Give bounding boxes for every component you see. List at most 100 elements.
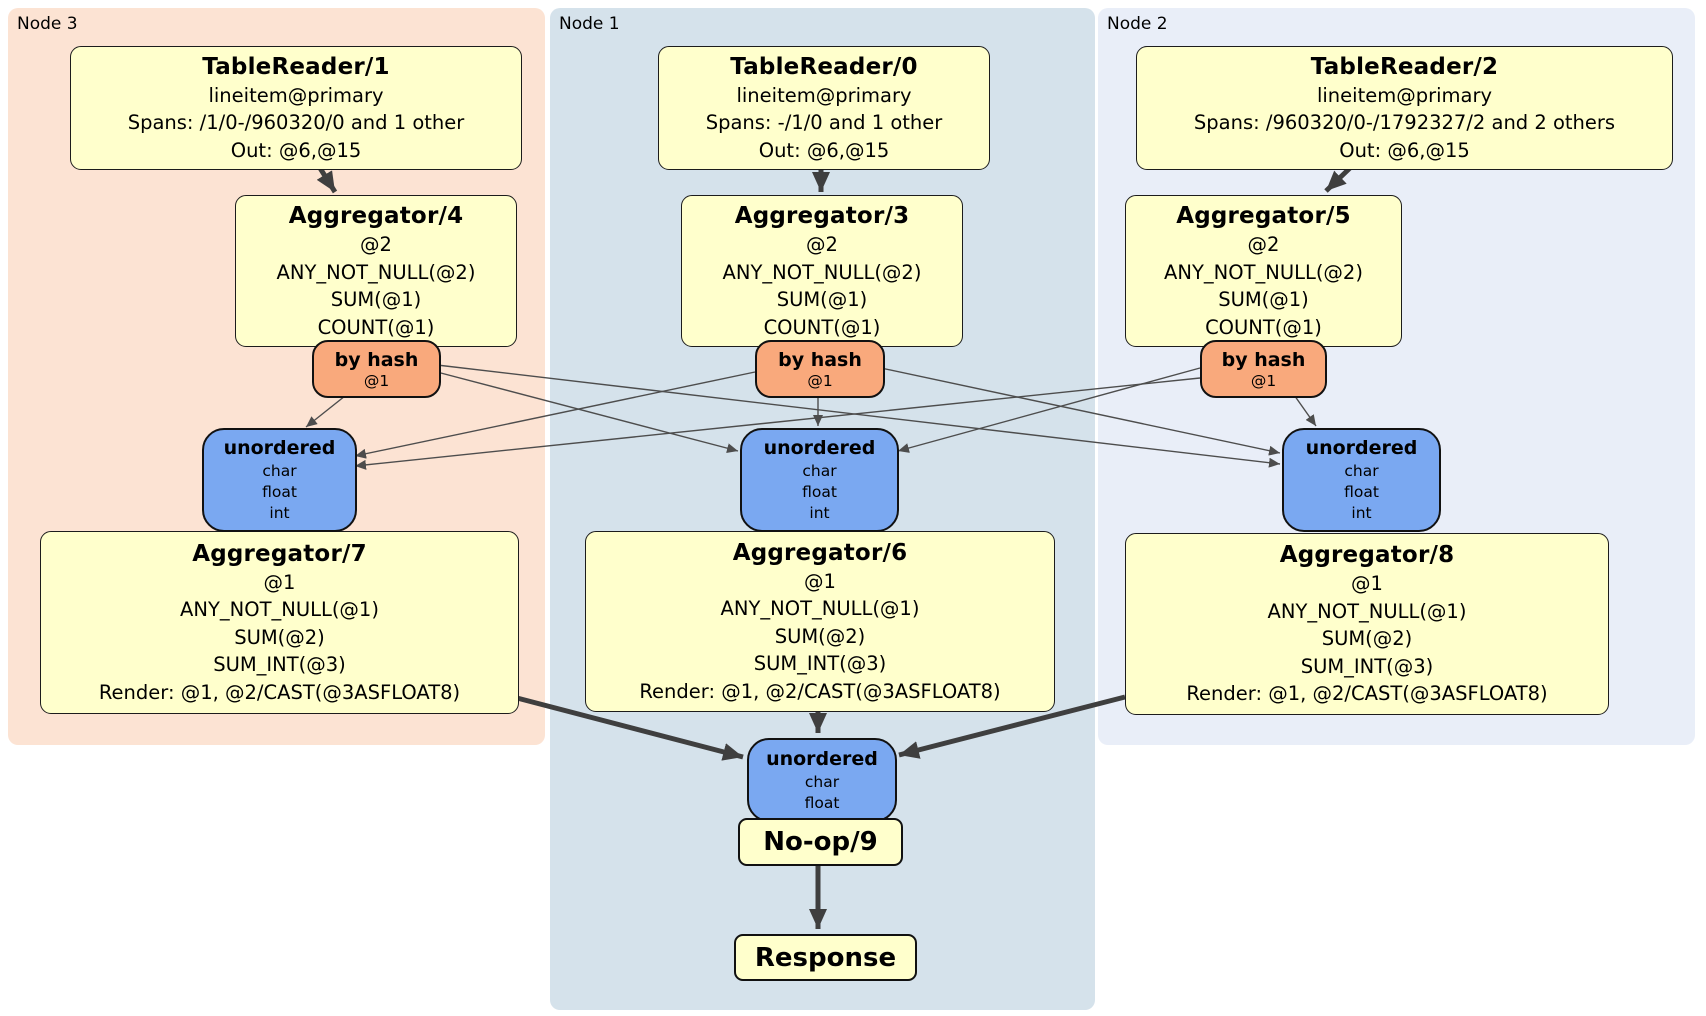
stream-edge [354, 377, 1201, 470]
sync-column: float [804, 793, 840, 812]
response-box: Response [734, 934, 917, 981]
hash-router-center: by hash @1 [755, 340, 885, 398]
sync-column: char [1344, 462, 1379, 480]
box-line: ANY_NOT_NULL(@1) [720, 597, 920, 621]
aggregator-8-title: Aggregator/8 [1279, 542, 1455, 569]
stream-edge [436, 364, 1281, 468]
router-title: by hash [778, 348, 862, 371]
box-line: SUM(@2) [234, 625, 325, 649]
sync-title: unordered [1305, 437, 1418, 459]
tablereader-1-box: TableReader/1 lineitem@primary Spans: /1… [70, 46, 522, 170]
box-line: ANY_NOT_NULL(@1) [180, 598, 379, 622]
sync-column: int [1351, 504, 1372, 522]
box-line: ANY_NOT_NULL(@2) [276, 260, 476, 284]
box-line: SUM(@1) [776, 288, 868, 311]
hash-router-left: by hash @1 [312, 340, 441, 398]
box-line: @2 [1247, 233, 1280, 256]
box-line: @2 [360, 233, 392, 256]
box-line: Spans: -/1/0 and 1 other [705, 111, 943, 135]
box-line: Spans: /1/0-/960320/0 and 1 other [127, 111, 465, 135]
tablereader-0-box: TableReader/0 lineitem@primary Spans: -/… [658, 46, 990, 170]
node3-label: Node 3 [17, 14, 78, 34]
router-title: by hash [334, 348, 419, 371]
flow-edge [1324, 166, 1352, 193]
box-line: SUM(@1) [330, 288, 422, 311]
node1-label: Node 1 [559, 14, 620, 34]
router-key: @1 [1250, 371, 1277, 390]
box-line: @2 [806, 233, 838, 256]
aggregator-6-box: Aggregator/6 @1 ANY_NOT_NULL(@1) SUM(@2)… [585, 531, 1055, 712]
box-line: lineitem@primary [736, 83, 912, 107]
flow-edge [316, 166, 338, 194]
aggregator-7-title: Aggregator/7 [192, 540, 367, 567]
hash-router-right: by hash @1 [1200, 340, 1327, 398]
box-line: SUM_INT(@3) [213, 653, 346, 677]
aggregator-3-title: Aggregator/3 [734, 203, 910, 229]
sync-column: char [804, 772, 840, 791]
sync-title: unordered [763, 437, 876, 459]
aggregator-4-box: Aggregator/4 @2 ANY_NOT_NULL(@2) SUM(@1)… [235, 195, 517, 347]
response-title: Response [754, 942, 897, 973]
router-key: @1 [363, 371, 390, 390]
router-key: @1 [807, 371, 833, 390]
sync-column: float [1344, 483, 1379, 501]
sync-column: float [802, 483, 837, 501]
tablereader-2-box: TableReader/2 lineitem@primary Spans: /9… [1136, 46, 1673, 170]
aggregator-4-title: Aggregator/4 [288, 203, 464, 229]
box-line: COUNT(@1) [763, 315, 881, 339]
box-line: ANY_NOT_NULL(@2) [1164, 260, 1363, 284]
stream-edge [897, 367, 1201, 453]
unordered-sync-left: unordered char float int [202, 428, 357, 532]
box-line: SUM(@2) [774, 624, 866, 648]
box-line: @1 [804, 569, 836, 593]
sync-column: char [802, 462, 837, 480]
noop-9-title: No-op/9 [763, 827, 878, 857]
sync-column: float [262, 483, 297, 501]
box-line: @1 [263, 570, 296, 594]
tablereader-0-title: TableReader/0 [730, 53, 918, 80]
sync-title: unordered [223, 437, 336, 459]
aggregator-7-box: Aggregator/7 @1 ANY_NOT_NULL(@1) SUM(@2)… [40, 531, 519, 714]
sync-column: char [262, 462, 297, 480]
box-line: Out: @6,@15 [1339, 138, 1470, 162]
box-line: lineitem@primary [1316, 83, 1493, 107]
box-line: SUM(@2) [1321, 627, 1413, 651]
flow-edge [898, 694, 1126, 759]
box-line: Render: @1, @2/CAST(@3ASFLOAT8) [1186, 682, 1548, 706]
box-line: Out: @6,@15 [758, 138, 890, 162]
tablereader-1-title: TableReader/1 [202, 53, 390, 80]
flow-edge [516, 695, 744, 761]
tablereader-2-title: TableReader/2 [1310, 53, 1499, 80]
stream-edge [436, 371, 739, 454]
box-line: SUM(@1) [1218, 288, 1309, 311]
box-line: Spans: /960320/0-/1792327/2 and 2 others [1193, 111, 1616, 135]
sync-column: int [269, 504, 290, 522]
box-line: lineitem@primary [208, 83, 384, 107]
router-title: by hash [1221, 348, 1306, 371]
sync-title: unordered [766, 747, 878, 770]
noop-9-box: No-op/9 [738, 818, 903, 866]
stream-edge [354, 371, 756, 459]
aggregator-5-box: Aggregator/5 @2 ANY_NOT_NULL(@2) SUM(@1)… [1125, 195, 1402, 347]
box-line: ANY_NOT_NULL(@1) [1267, 599, 1467, 623]
box-line: Out: @6,@15 [230, 138, 362, 162]
aggregator-5-title: Aggregator/5 [1176, 203, 1351, 229]
box-line: SUM_INT(@3) [1300, 654, 1434, 678]
unordered-sync-right: unordered char float int [1282, 428, 1441, 532]
box-line: Render: @1, @2/CAST(@3ASFLOAT8) [98, 680, 461, 704]
box-line: @1 [1351, 572, 1383, 596]
aggregator-8-box: Aggregator/8 @1 ANY_NOT_NULL(@1) SUM(@2)… [1125, 533, 1609, 715]
box-line: COUNT(@1) [317, 315, 435, 339]
unordered-sync-center: unordered char float int [740, 428, 899, 532]
stream-edge [880, 367, 1281, 456]
box-line: SUM_INT(@3) [753, 652, 887, 676]
box-line: ANY_NOT_NULL(@2) [722, 260, 922, 284]
box-line: COUNT(@1) [1205, 315, 1322, 339]
unordered-sync-final: unordered char float [747, 738, 897, 822]
sync-column: int [809, 504, 830, 522]
box-line: Render: @1, @2/CAST(@3ASFLOAT8) [639, 679, 1001, 703]
aggregator-3-box: Aggregator/3 @2 ANY_NOT_NULL(@2) SUM(@1)… [681, 195, 963, 347]
node2-label: Node 2 [1107, 14, 1168, 34]
